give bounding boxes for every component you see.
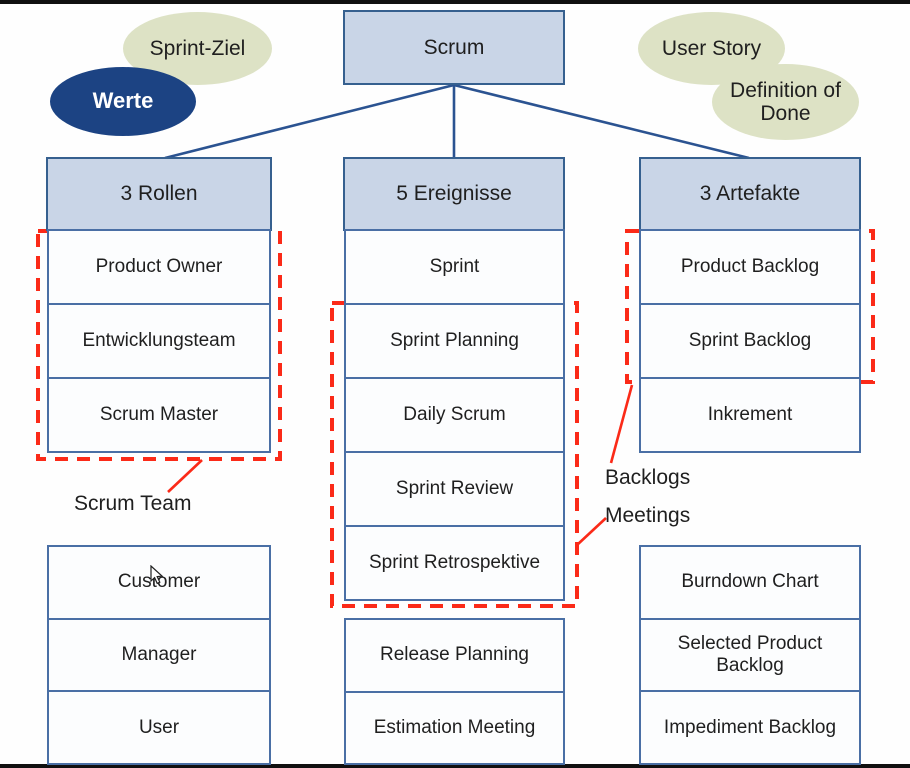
box-product-backlog-label: Product Backlog bbox=[680, 256, 820, 278]
events-stack: Sprint Sprint Planning Daily Scrum Sprin… bbox=[344, 229, 565, 601]
box-selected-product-backlog: Selected Product Backlog bbox=[641, 617, 859, 691]
box-estimation-meeting: Estimation Meeting bbox=[346, 690, 563, 764]
definition-of-done-bubble: Definition of Done bbox=[712, 64, 859, 140]
box-burndown-chart-label: Burndown Chart bbox=[681, 571, 819, 593]
user-story-label: User Story bbox=[661, 36, 762, 60]
box-impediment-backlog: Impediment Backlog bbox=[641, 690, 859, 763]
box-manager: Manager bbox=[49, 617, 269, 691]
box-daily-scrum-label: Daily Scrum bbox=[403, 404, 506, 426]
box-customer-label: Customer bbox=[117, 571, 201, 593]
box-sprint-retrospektive: Sprint Retrospektive bbox=[346, 525, 563, 599]
box-estimation-meeting-label: Estimation Meeting bbox=[373, 716, 536, 738]
meetings-label: Meetings bbox=[605, 504, 691, 527]
box-sprint-review: Sprint Review bbox=[346, 451, 563, 525]
sprint-ziel-bubble: Sprint-Ziel bbox=[123, 12, 272, 85]
box-entwicklungsteam: Entwicklungsteam bbox=[49, 303, 269, 377]
letterbox-bottom-bar bbox=[0, 764, 910, 768]
box-sprint-review-label: Sprint Review bbox=[395, 478, 514, 500]
header-3-artefakte: 3 Artefakte bbox=[639, 157, 861, 231]
box-sprint-label: Sprint bbox=[429, 256, 480, 278]
box-product-backlog: Product Backlog bbox=[641, 231, 859, 303]
box-customer: Customer bbox=[49, 547, 269, 618]
leader-line-meetings bbox=[576, 517, 607, 546]
header-3-rollen: 3 Rollen bbox=[46, 157, 272, 231]
box-release-planning: Release Planning bbox=[346, 620, 563, 691]
backlogs-label: Backlogs bbox=[605, 466, 691, 489]
box-user-label: User bbox=[138, 716, 180, 738]
box-entwicklungsteam-label: Entwicklungsteam bbox=[82, 330, 236, 352]
box-burndown-chart: Burndown Chart bbox=[641, 547, 859, 618]
box-impediment-backlog-label: Impediment Backlog bbox=[663, 716, 837, 738]
scrum-root-label: Scrum bbox=[423, 35, 485, 59]
scrum-root-box: Scrum bbox=[343, 10, 565, 85]
box-selected-product-backlog-label: Selected Product Backlog bbox=[677, 633, 823, 676]
stakeholders-stack: Customer Manager User bbox=[47, 545, 271, 765]
header-5-ereignisse-label: 5 Ereignisse bbox=[396, 182, 512, 205]
header-5-ereignisse: 5 Ereignisse bbox=[343, 157, 565, 231]
box-inkrement-label: Inkrement bbox=[707, 404, 793, 426]
box-daily-scrum: Daily Scrum bbox=[346, 377, 563, 451]
box-inkrement: Inkrement bbox=[641, 377, 859, 451]
werte-label: Werte bbox=[92, 88, 154, 114]
definition-of-done-label: Definition of Done bbox=[730, 78, 841, 125]
header-3-artefakte-label: 3 Artefakte bbox=[699, 182, 801, 205]
sprint-ziel-label: Sprint-Ziel bbox=[149, 36, 246, 60]
box-sprint-backlog: Sprint Backlog bbox=[641, 303, 859, 377]
werte-bubble: Werte bbox=[50, 67, 196, 136]
box-scrum-master-label: Scrum Master bbox=[99, 404, 219, 426]
extra-meetings-stack: Release Planning Estimation Meeting bbox=[344, 618, 565, 765]
box-scrum-master: Scrum Master bbox=[49, 377, 269, 451]
header-3-rollen-label: 3 Rollen bbox=[120, 182, 198, 205]
box-product-owner: Product Owner bbox=[49, 231, 269, 303]
leader-line-backlogs bbox=[609, 384, 634, 464]
letterbox-top-bar bbox=[0, 0, 910, 4]
box-sprint: Sprint bbox=[346, 231, 563, 303]
box-product-owner-label: Product Owner bbox=[95, 256, 223, 278]
box-sprint-retrospektive-label: Sprint Retrospektive bbox=[368, 552, 541, 574]
box-release-planning-label: Release Planning bbox=[380, 644, 529, 666]
box-user: User bbox=[49, 690, 269, 763]
roles-stack: Product Owner Entwicklungsteam Scrum Mas… bbox=[47, 229, 271, 453]
connector-scrum-rollen bbox=[164, 83, 455, 160]
connector-scrum-artefakte bbox=[453, 83, 750, 160]
extra-artifacts-stack: Burndown Chart Selected Product Backlog … bbox=[639, 545, 861, 765]
box-sprint-planning-label: Sprint Planning bbox=[390, 330, 519, 352]
leader-line-scrum-team bbox=[167, 459, 203, 493]
scrum-team-label: Scrum Team bbox=[74, 492, 192, 515]
artifacts-stack: Product Backlog Sprint Backlog Inkrement bbox=[639, 229, 861, 453]
box-sprint-planning: Sprint Planning bbox=[346, 303, 563, 377]
box-sprint-backlog-label: Sprint Backlog bbox=[688, 330, 812, 352]
box-manager-label: Manager bbox=[121, 644, 197, 666]
